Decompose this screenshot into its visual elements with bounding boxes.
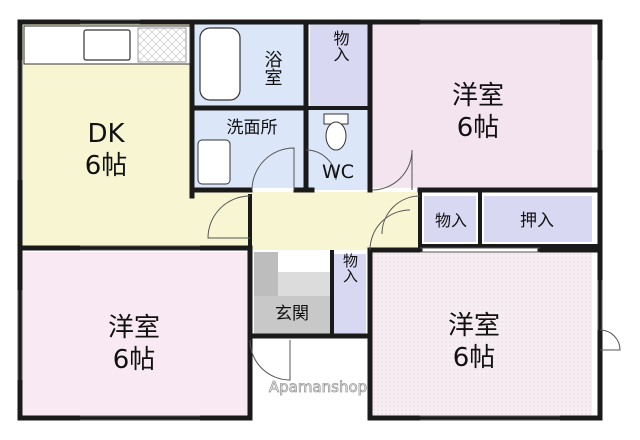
stove-icon (137, 27, 187, 63)
western-room-bottom-left-floor (22, 252, 248, 416)
washroom-name: 洗面所 (227, 118, 278, 138)
watermark: Apamanshop (269, 378, 367, 396)
closet-name: 押入 (520, 211, 554, 231)
storage-top-name: 物入 (331, 30, 350, 62)
western-bottom-right-size: 6帖 (453, 343, 496, 373)
entrance-name: 玄関 (275, 304, 309, 324)
western-room-top-right-floor (370, 24, 592, 188)
wc-name: WC (322, 161, 354, 183)
storage-top-floor (310, 24, 368, 106)
entrance-floor (254, 296, 330, 334)
walls (17, 19, 603, 421)
western-bottom-right-name: 洋室 (448, 311, 500, 341)
storage-hall-floor (334, 254, 366, 334)
western-top-right-size: 6帖 (457, 113, 500, 143)
doors (207, 147, 621, 381)
entrance-step-2 (278, 272, 330, 296)
storage-hall-name: 物入 (341, 253, 359, 283)
sink-icon (83, 29, 131, 61)
wash-basin-icon (197, 139, 231, 185)
entrance-step (254, 252, 278, 296)
hall-floor (190, 192, 420, 250)
dk-size: 6帖 (85, 151, 128, 181)
storage-mid-name: 物入 (435, 211, 467, 230)
kitchen-counter (23, 25, 191, 65)
closet-floor (484, 196, 592, 242)
windows (17, 19, 603, 421)
western-bottom-left-size: 6帖 (113, 345, 156, 375)
bathtub-icon (199, 27, 241, 101)
western-top-right-name: 洋室 (452, 81, 504, 111)
western-bottom-left-name: 洋室 (108, 313, 160, 343)
toilet-icon (323, 113, 349, 151)
western-room-bottom-right-floor (372, 252, 592, 416)
storage-mid-floor (424, 196, 476, 242)
bath-name: 浴室 (262, 50, 283, 86)
dk-name: DK (87, 119, 125, 149)
